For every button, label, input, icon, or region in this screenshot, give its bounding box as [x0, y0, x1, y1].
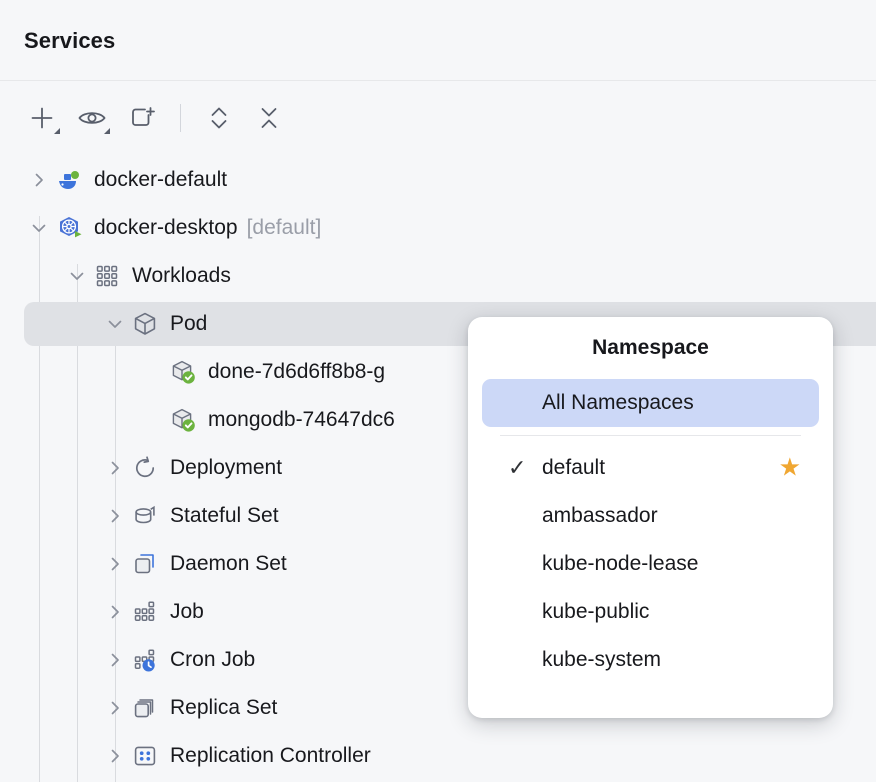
tree-row-label: Deployment: [170, 456, 283, 479]
tree-row-label: Replication Controller: [170, 744, 371, 767]
expand-all-icon: [211, 107, 227, 129]
dropdown-triangle-icon: [54, 128, 60, 134]
chevron-down-icon[interactable]: [100, 300, 130, 348]
tree-row-label: Daemon Set: [170, 552, 287, 575]
pod-running-icon: [168, 405, 198, 435]
docker-whale-icon: [54, 165, 84, 195]
star-icon[interactable]: ★: [778, 453, 801, 482]
namespace-menu-item[interactable]: kube-node-lease: [482, 540, 819, 588]
namespace-menu-item[interactable]: kube-public: [482, 588, 819, 636]
namespace-item-label: All Namespaces: [542, 391, 694, 414]
cron-job-clock-icon: [130, 645, 160, 675]
popup-item-list: All Namespaces ✓ default ★ ambassador kube-no…: [468, 379, 833, 684]
namespace-menu-item[interactable]: All Namespaces: [482, 379, 819, 427]
tool-window-header: Services: [0, 0, 876, 81]
chevron-down-icon[interactable]: [62, 252, 92, 300]
namespace-menu-item[interactable]: ambassador: [482, 492, 819, 540]
chevron-right-icon[interactable]: [100, 732, 130, 780]
eye-icon: [78, 112, 106, 124]
namespace-popup[interactable]: Namespace All Namespaces ✓ default ★ ambassa…: [468, 317, 833, 718]
tree-row-label: Pod: [170, 312, 208, 335]
namespace-item-label: kube-node-lease: [542, 552, 699, 575]
tree-row-label: done-7d6d6ff8b8-g: [208, 360, 386, 383]
tree-row[interactable]: done-7d6d6ff8b8-g: [0, 348, 876, 396]
tree-row-label: docker-default: [94, 168, 228, 191]
tree-row[interactable]: Workloads: [0, 252, 876, 300]
tree-row[interactable]: Replica Set: [0, 684, 876, 732]
add-tab-icon: [132, 107, 155, 126]
menu-separator: [500, 435, 801, 436]
tree-row[interactable]: Cron Job: [0, 636, 876, 684]
toolbar-separator: [180, 104, 181, 132]
namespace-item-label: ambassador: [542, 504, 658, 527]
collapse-all-button[interactable]: [247, 96, 291, 140]
toolbar: [0, 82, 876, 154]
page-title: Services: [24, 28, 116, 53]
replica-set-squares-icon: [130, 693, 160, 723]
tree-row-label: Workloads: [132, 264, 231, 287]
plus-icon: [31, 107, 53, 129]
view-options-button[interactable]: [70, 96, 114, 140]
pod-cube-icon: [130, 309, 160, 339]
popup-title: Namespace: [592, 336, 709, 359]
tree-row-label: docker-desktop: [94, 216, 238, 239]
chevron-right-icon[interactable]: [100, 588, 130, 636]
tree-row-label: Replica Set: [170, 696, 278, 719]
job-grid-icon: [130, 597, 160, 627]
chevron-right-icon[interactable]: [100, 684, 130, 732]
check-icon: ✓: [508, 455, 527, 480]
collapse-all-icon: [261, 108, 277, 128]
add-service-button[interactable]: [20, 96, 64, 140]
namespace-menu-item[interactable]: kube-system: [482, 636, 819, 684]
replication-controller-icon: [130, 741, 160, 771]
chevron-right-icon[interactable]: [24, 156, 54, 204]
tree-row[interactable]: Daemon Set: [0, 540, 876, 588]
expand-all-button[interactable]: [197, 96, 241, 140]
tree-guide-lines: [0, 156, 876, 782]
tree-row-label: Job: [170, 600, 204, 623]
tree-row[interactable]: Replication Controller: [0, 732, 876, 780]
tree-row[interactable]: mongodb-74647dc6: [0, 396, 876, 444]
tree-guide-line: [115, 312, 116, 782]
tree-row[interactable]: Job: [0, 588, 876, 636]
tree-row[interactable]: docker-desktop [default]: [0, 204, 876, 252]
chevron-down-icon[interactable]: [24, 204, 54, 252]
namespace-menu-item[interactable]: ✓ default ★: [482, 444, 819, 492]
stateful-set-db-icon: [130, 501, 160, 531]
tree-row[interactable]: Stateful Set: [0, 492, 876, 540]
chevron-right-icon[interactable]: [100, 444, 130, 492]
chevron-right-icon[interactable]: [100, 636, 130, 684]
namespace-item-label: kube-system: [542, 648, 662, 671]
tree-row[interactable]: docker-default: [0, 156, 876, 204]
tree-row-suffix: [default]: [246, 216, 322, 239]
chevron-right-icon[interactable]: [100, 492, 130, 540]
tree-row-label: Stateful Set: [170, 504, 279, 527]
tree-row[interactable]: Deployment: [0, 444, 876, 492]
workloads-grid-icon: [92, 261, 122, 291]
tree-guide-line: [39, 216, 40, 782]
dropdown-triangle-icon: [104, 128, 110, 134]
tree-row-label: mongodb-74647dc6: [208, 408, 395, 431]
namespace-item-label: kube-public: [542, 600, 650, 623]
kubernetes-icon: [54, 213, 84, 243]
tree-guide-line: [77, 264, 78, 782]
namespace-item-label: default: [542, 456, 606, 479]
pod-running-icon: [168, 357, 198, 387]
deployment-refresh-icon: [130, 453, 160, 483]
tree-row-label: Cron Job: [170, 648, 256, 671]
chevron-right-icon[interactable]: [100, 540, 130, 588]
add-tab-button[interactable]: [120, 96, 164, 140]
daemon-set-squares-icon: [130, 549, 160, 579]
